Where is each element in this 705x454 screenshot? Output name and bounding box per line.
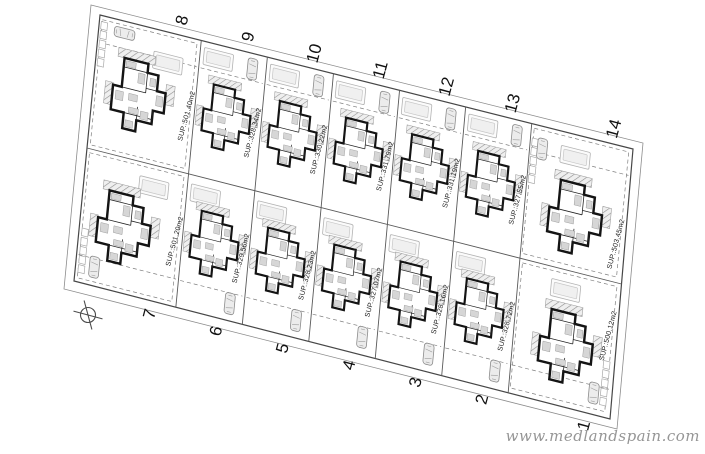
plot-division-line bbox=[519, 123, 533, 259]
paving-square bbox=[96, 57, 105, 68]
pool bbox=[152, 50, 184, 76]
plot-division-line bbox=[308, 207, 322, 342]
plot-1 bbox=[509, 262, 618, 413]
pool bbox=[202, 46, 235, 73]
plot-division-line bbox=[241, 190, 256, 325]
pool bbox=[559, 144, 591, 170]
paving-square bbox=[600, 378, 609, 389]
plot-number-label: 10 bbox=[303, 42, 326, 65]
pool bbox=[334, 80, 367, 106]
car bbox=[223, 291, 236, 316]
paving-square bbox=[100, 21, 109, 31]
watermark: www.medlandspain.com bbox=[506, 427, 700, 445]
car bbox=[587, 380, 600, 406]
car bbox=[355, 325, 369, 350]
plot-number-label: 7 bbox=[139, 307, 160, 321]
pool bbox=[400, 96, 433, 122]
plot-7 bbox=[76, 152, 185, 302]
plot-12 bbox=[390, 96, 462, 209]
paving-square bbox=[99, 30, 108, 41]
car bbox=[510, 123, 523, 148]
villa-footprint bbox=[527, 294, 606, 393]
car bbox=[87, 255, 101, 280]
setback-dashed-line bbox=[312, 313, 375, 331]
plot-number-label: 4 bbox=[339, 358, 360, 372]
car bbox=[444, 106, 457, 132]
setback-dashed-line bbox=[398, 117, 462, 134]
setback-dashed-line bbox=[200, 67, 263, 84]
car bbox=[245, 57, 259, 82]
plot-9 bbox=[192, 46, 263, 159]
car bbox=[535, 137, 549, 162]
plot-division-line bbox=[374, 224, 388, 359]
plot-number-label: 5 bbox=[272, 341, 293, 355]
car bbox=[113, 25, 136, 42]
setback-dashed-line bbox=[246, 296, 309, 314]
paving-square bbox=[527, 174, 536, 185]
plot-number-label: 12 bbox=[435, 75, 458, 98]
paving-square bbox=[97, 48, 106, 59]
plot-division-line bbox=[386, 90, 400, 225]
plot-5 bbox=[246, 200, 317, 333]
plot-number-label: 8 bbox=[172, 13, 193, 27]
villa-footprint bbox=[536, 165, 616, 264]
car bbox=[378, 90, 391, 115]
plot-division-line bbox=[175, 173, 190, 308]
plot-8 bbox=[89, 19, 198, 169]
drawing-frame bbox=[63, 4, 644, 430]
middle-boundary-line bbox=[86, 147, 622, 285]
plot-number-label: 2 bbox=[472, 392, 493, 406]
plot-3 bbox=[378, 233, 450, 367]
plot-number-label: 1 bbox=[573, 419, 594, 433]
setback-dashed-line bbox=[464, 133, 528, 151]
plot-division-line bbox=[188, 40, 202, 174]
plot-division-line bbox=[254, 57, 268, 191]
plot-number-label: 6 bbox=[206, 324, 227, 338]
setback-dashed-line bbox=[332, 100, 396, 118]
pool bbox=[466, 113, 499, 139]
car bbox=[422, 342, 435, 367]
plot-13 bbox=[456, 113, 528, 226]
pool bbox=[137, 175, 170, 201]
paving-square bbox=[529, 155, 538, 166]
paving-square bbox=[77, 264, 86, 275]
paving-square bbox=[98, 39, 107, 50]
plot-4 bbox=[312, 217, 383, 350]
car bbox=[289, 308, 303, 333]
paving-square bbox=[599, 387, 608, 398]
site-boundary bbox=[73, 14, 634, 420]
setback-dashed-line bbox=[445, 347, 508, 364]
car bbox=[488, 358, 502, 384]
paving-square bbox=[528, 164, 537, 175]
pool bbox=[549, 277, 582, 304]
plot-number-label: 3 bbox=[405, 375, 426, 389]
paving-square bbox=[81, 227, 89, 238]
pool bbox=[268, 63, 301, 89]
plot-11 bbox=[324, 80, 396, 193]
plot-14 bbox=[521, 127, 630, 278]
plot-6 bbox=[180, 183, 251, 316]
paving-square bbox=[599, 396, 607, 407]
plot-number-label: 13 bbox=[501, 92, 524, 115]
survey-marker-icon bbox=[73, 300, 103, 330]
setback-dashed-line bbox=[180, 280, 243, 297]
paving-square bbox=[602, 360, 611, 370]
plot-division-line bbox=[453, 106, 467, 242]
plot-number-label: 9 bbox=[238, 30, 259, 44]
plot-number-label: 14 bbox=[602, 117, 625, 140]
setback-dashed-line bbox=[378, 330, 442, 348]
plot-division-line bbox=[441, 241, 455, 376]
paving-square bbox=[78, 255, 87, 265]
plot-division-line bbox=[320, 73, 334, 208]
plot-2 bbox=[445, 250, 516, 384]
paving-square bbox=[601, 369, 610, 380]
car bbox=[312, 73, 325, 98]
plot-10 bbox=[258, 63, 329, 176]
plot-division-line bbox=[507, 258, 521, 393]
paving-square bbox=[80, 236, 88, 247]
paving-square bbox=[79, 245, 88, 256]
setback-dashed-line bbox=[266, 84, 329, 101]
plot-number-label: 11 bbox=[369, 59, 392, 81]
